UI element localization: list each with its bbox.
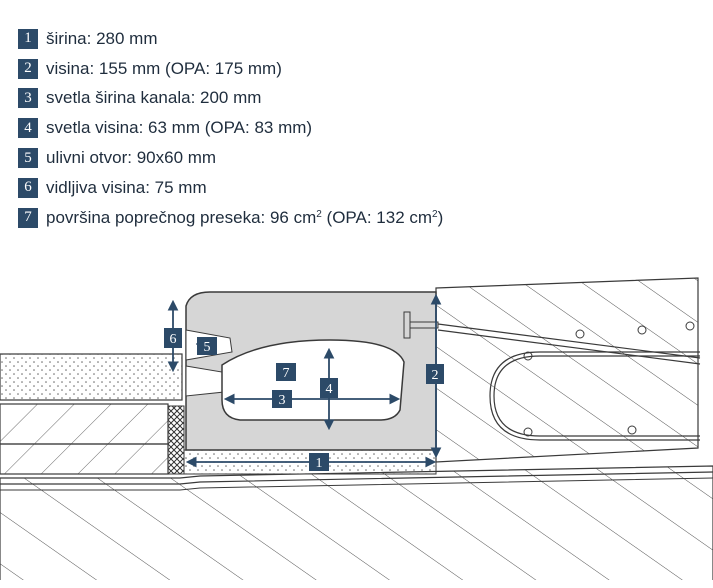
diagram-badge-3: 3 (272, 390, 292, 408)
diagram-badge-2: 2 (426, 364, 444, 384)
expansion-joint (167, 405, 185, 475)
rebar-stirrup-inner (493, 355, 700, 437)
legend-text-4: svetla visina: 63 mm (OPA: 83 mm) (46, 118, 313, 138)
paving-dotted-layer (0, 353, 183, 401)
diagram-badge-6-label: 6 (170, 332, 177, 347)
paving-lower-layer (0, 443, 169, 475)
legend-badge-5: 5 (18, 148, 38, 169)
legend-badge-6: 6 (18, 177, 38, 198)
legend-item-3: 3 svetla širina kanala: 200 mm (18, 84, 443, 114)
rebar-stirrup (489, 351, 700, 441)
concrete-haunch (435, 277, 699, 463)
legend-text-6: vidljiva visina: 75 mm (46, 177, 207, 197)
legend-text-7-tail: ) (437, 207, 444, 227)
legend-sup-2: 2 (432, 208, 438, 220)
legend-item-7: 7 površina poprečnog preseka: 96 cm2 (OP… (18, 203, 443, 233)
legend-item-2: 2 visina: 155 mm (OPA: 175 mm) (18, 54, 443, 84)
legend-text-2: visina: 155 mm (OPA: 175 mm) (46, 58, 282, 78)
diagram-badge-6: 6 (164, 328, 182, 348)
diagram-badge-1: 1 (309, 453, 329, 471)
diagram-badge-5-label: 5 (204, 340, 211, 355)
diagram-badge-2-label: 2 (432, 368, 439, 383)
channel-cross-section-diagram: 1 2 3 4 5 6 7 (0, 277, 713, 580)
rebar-dot-6 (685, 321, 695, 331)
legend-sup-1: 2 (316, 208, 322, 220)
rebar-dot (575, 329, 585, 339)
diagram-badge-7: 7 (276, 363, 296, 381)
diagram-badge-5: 5 (197, 337, 217, 355)
legend-item-4: 4 svetla visina: 63 mm (OPA: 83 mm) (18, 113, 443, 143)
dimension-legend: 1 širina: 280 mm 2 visina: 155 mm (OPA: … (18, 24, 443, 233)
legend-text-7-main: površina poprečnog preseka: 96 cm (46, 207, 317, 227)
diagram-badge-3-label: 3 (279, 393, 286, 408)
rebar-dot-5 (627, 425, 637, 435)
anchor-head (403, 311, 411, 339)
legend-badge-7: 7 (18, 207, 38, 228)
legend-badge-3: 3 (18, 88, 38, 109)
base-layer (0, 471, 713, 485)
diagram-badge-1-label: 1 (316, 456, 323, 471)
diagram-badge-4-label: 4 (326, 382, 333, 397)
legend-item-5: 5 ulivni otvor: 90x60 mm (18, 143, 443, 173)
legend-item-6: 6 vidljiva visina: 75 mm (18, 173, 443, 203)
channel-cavity (221, 339, 405, 421)
rebar-line-2 (437, 329, 701, 365)
legend-item-1: 1 širina: 280 mm (18, 24, 443, 54)
legend-badge-1: 1 (18, 28, 38, 49)
diagram-badge-7-label: 7 (283, 366, 290, 381)
legend-text-7: površina poprečnog preseka: 96 cm2 (OPA:… (46, 208, 443, 228)
rebar-dot-2 (637, 325, 647, 335)
rebar-dot-4 (523, 427, 533, 437)
legend-text-3: svetla širina kanala: 200 mm (46, 88, 262, 108)
paving-stone-layer (0, 403, 169, 445)
legend-text-1: širina: 280 mm (46, 28, 158, 48)
base-layer-lower (0, 477, 713, 491)
legend-badge-2: 2 (18, 58, 38, 79)
legend-text-5: ulivni otvor: 90x60 mm (46, 148, 217, 168)
legend-text-7-mid: (OPA: 132 cm (321, 207, 433, 227)
ground-layer (0, 465, 713, 580)
rebar-dot-3 (523, 351, 533, 361)
anchor-shaft (409, 321, 439, 329)
diagram-badge-4: 4 (320, 378, 338, 398)
legend-badge-4: 4 (18, 118, 38, 139)
